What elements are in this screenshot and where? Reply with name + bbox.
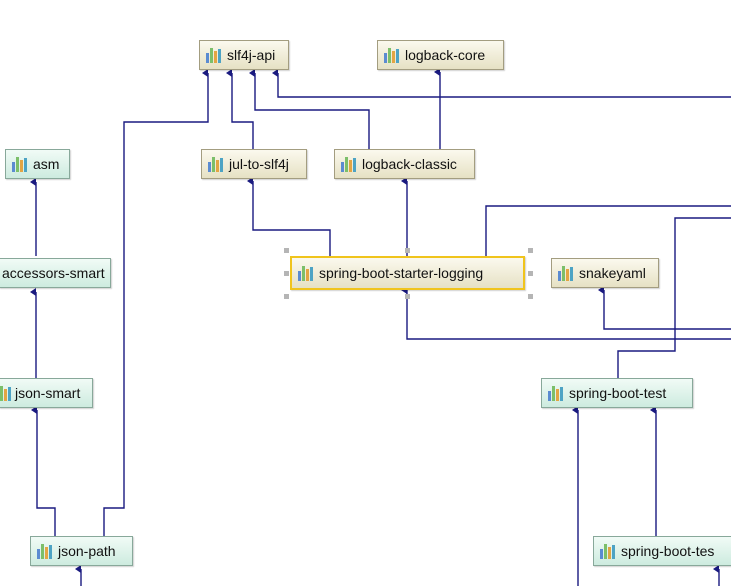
library-bars-icon: [208, 156, 225, 172]
node-spring-boot-starter-logging[interactable]: spring-boot-starter-logging: [290, 256, 525, 290]
edge-starter-logging-to-offscreen: [485, 205, 731, 256]
node-slf4j-api[interactable]: slf4j-api: [199, 40, 289, 70]
selection-handle[interactable]: [405, 294, 410, 299]
node-json-path[interactable]: json-path: [30, 536, 133, 566]
node-label: spring-boot-starter-logging: [319, 265, 484, 281]
node-json-smart[interactable]: json-smart: [0, 378, 93, 408]
node-spring-boot-test-autoconfigure[interactable]: spring-boot-tes: [593, 536, 731, 566]
selection-handle[interactable]: [284, 248, 289, 253]
selection-handle[interactable]: [405, 248, 410, 253]
node-accessors-smart[interactable]: accessors-smart: [0, 258, 111, 288]
selection-handle[interactable]: [528, 271, 533, 276]
node-asm[interactable]: asm: [5, 149, 70, 179]
library-bars-icon: [0, 385, 11, 401]
edge-spring-boot-test-to-offscreen: [617, 217, 731, 378]
node-label: spring-boot-test: [569, 385, 667, 401]
library-bars-icon: [298, 265, 315, 281]
node-label: slf4j-api: [227, 47, 276, 63]
library-bars-icon: [341, 156, 358, 172]
library-bars-icon: [37, 543, 54, 559]
edge-offscreen-to-starter-logging: [401, 286, 731, 340]
library-bars-icon: [548, 385, 565, 401]
edge-json-path-to-json-smart: [31, 406, 56, 536]
node-label: json-path: [58, 543, 116, 559]
node-snakeyaml[interactable]: snakeyaml: [551, 258, 659, 288]
selection-handle[interactable]: [528, 294, 533, 299]
node-label: snakeyaml: [579, 265, 646, 281]
edge-offscreen-to-snakeyaml: [598, 286, 731, 330]
node-logback-classic[interactable]: logback-classic: [334, 149, 475, 179]
node-label: asm: [33, 156, 60, 172]
node-label: jul-to-slf4j: [229, 156, 289, 172]
selection-handle[interactable]: [284, 271, 289, 276]
library-bars-icon: [384, 47, 401, 63]
node-label: json-smart: [15, 385, 81, 401]
edge-offscreen-to-slf4j-api: [272, 69, 731, 98]
node-spring-boot-test[interactable]: spring-boot-test: [541, 378, 693, 408]
edge-logback-classic-to-slf4j-api: [249, 69, 370, 149]
library-bars-icon: [12, 156, 29, 172]
node-jul-to-slf4j[interactable]: jul-to-slf4j: [201, 149, 307, 179]
node-label: accessors-smart: [2, 265, 105, 281]
node-label: spring-boot-tes: [621, 543, 715, 559]
library-bars-icon: [206, 47, 223, 63]
selection-handle[interactable]: [528, 248, 533, 253]
selection-handle[interactable]: [284, 294, 289, 299]
library-bars-icon: [558, 265, 575, 281]
node-label: logback-core: [405, 47, 486, 63]
node-label: logback-classic: [362, 156, 457, 172]
edge-jul-to-slf4j-to-slf4j-api: [226, 69, 254, 149]
library-bars-icon: [600, 543, 617, 559]
edge-starter-logging-to-jul-to-slf4j: [247, 177, 331, 256]
edge-json-path-to-slf4j-api: [103, 69, 209, 536]
node-logback-core[interactable]: logback-core: [377, 40, 504, 70]
